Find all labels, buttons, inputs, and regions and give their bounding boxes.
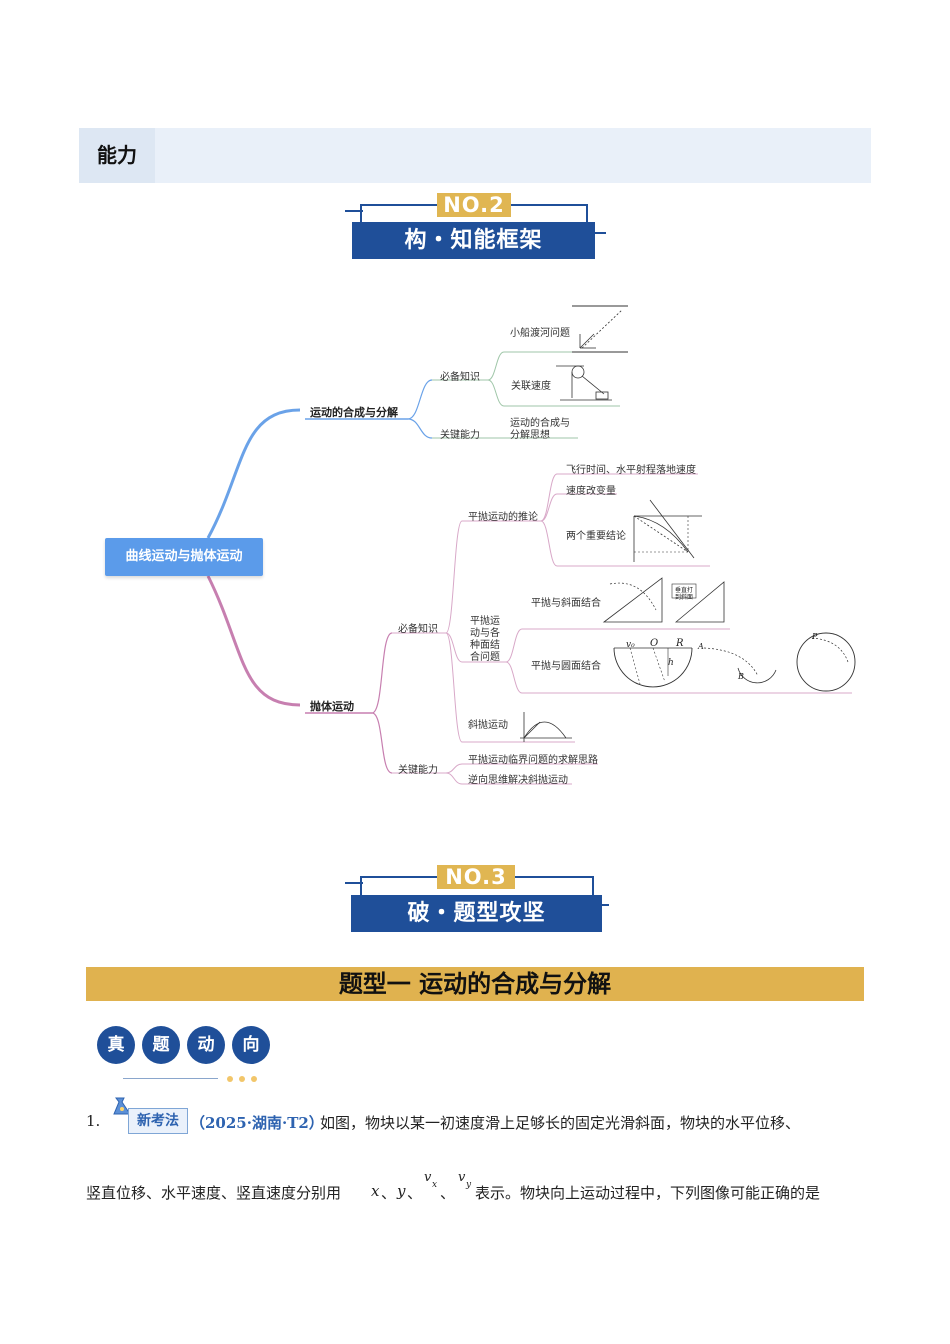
key-ability-label: 关键能力 bbox=[398, 765, 438, 776]
question-line: 如图，物块以某一初速度滑上足够长的固定光滑斜面，物块的水平位移、 bbox=[320, 1114, 801, 1132]
header-decor-line bbox=[601, 904, 609, 906]
topic-label: 斜抛运动 bbox=[468, 720, 508, 731]
topic-label: 两个重要结论 bbox=[566, 531, 626, 542]
branch-title: 抛体运动 bbox=[310, 700, 354, 713]
required-knowledge-label: 必备知识 bbox=[398, 624, 438, 635]
separator: 、 bbox=[381, 1184, 397, 1202]
question-line: 表示。物块向上运动过程中，下列图像可能正确的是 bbox=[475, 1184, 821, 1202]
topic-label: 飞行时间、水平射程落地速度 bbox=[566, 465, 696, 476]
topic-label: 平抛与斜面结合 bbox=[531, 598, 601, 609]
variable-y: y bbox=[397, 1182, 406, 1200]
oblique-projectile-diagram bbox=[520, 712, 572, 742]
separator: 、 bbox=[440, 1184, 456, 1202]
slope-projectile-diagram bbox=[602, 577, 725, 623]
header-decor-line bbox=[360, 204, 437, 206]
variable-vy: v bbox=[458, 1170, 466, 1185]
branch-title: 运动的合成与分解 bbox=[310, 406, 398, 419]
topic-label: 平抛与圆面结合 bbox=[531, 661, 601, 672]
trend-underline bbox=[123, 1078, 218, 1079]
question-number: 1. bbox=[86, 1112, 101, 1130]
diagram-label: B bbox=[738, 672, 744, 681]
diagram-label: O bbox=[650, 638, 659, 649]
header-decor-line bbox=[360, 876, 362, 896]
ability-label: 能力 bbox=[79, 128, 155, 183]
projectile-conclusion-diagram bbox=[633, 499, 702, 562]
mind-map-root: 曲线运动与抛体运动 bbox=[105, 538, 263, 576]
trend-dot bbox=[227, 1076, 233, 1082]
topic-label: 种面结 bbox=[470, 640, 500, 651]
header-decor-line bbox=[592, 876, 594, 896]
section-number-tag: NO.2 bbox=[437, 193, 511, 217]
question-type-heading: 题型一 运动的合成与分解 bbox=[86, 967, 864, 1001]
required-knowledge-label: 必备知识 bbox=[440, 372, 480, 383]
trend-circle: 向 bbox=[232, 1026, 270, 1064]
separator: 、 bbox=[407, 1184, 423, 1202]
topic-label: 平抛运动的推论 bbox=[468, 512, 538, 523]
ability-bar bbox=[79, 128, 871, 183]
trend-circle: 真 bbox=[97, 1026, 135, 1064]
variable-vx-subscript: x bbox=[432, 1180, 438, 1190]
variable-vx: v bbox=[424, 1170, 432, 1185]
variable-vy-subscript: y bbox=[466, 1180, 472, 1190]
diagram-label: h bbox=[668, 658, 674, 668]
variable-x: x bbox=[371, 1182, 380, 1200]
topic-label: 运动的合成与 bbox=[510, 418, 570, 429]
trend-dot bbox=[251, 1076, 257, 1082]
section-title: 构・知能框架 bbox=[352, 222, 595, 259]
topic-label: 关联速度 bbox=[511, 381, 551, 392]
header-decor-line bbox=[515, 876, 594, 878]
topic-label: 平抛运 bbox=[470, 616, 500, 627]
boat-crossing-diagram bbox=[572, 305, 628, 353]
key-ability-label: 关键能力 bbox=[440, 430, 480, 441]
topic-label: 逆向思维解决斜抛运动 bbox=[468, 775, 568, 786]
diagram-label: A bbox=[698, 642, 704, 651]
related-velocity-diagram bbox=[556, 365, 612, 401]
circle-projectile-diagram bbox=[613, 632, 856, 692]
diagram-label: 到斜面 bbox=[675, 594, 694, 601]
topic-label: 合问题 bbox=[470, 652, 500, 663]
header-decor-line bbox=[594, 232, 606, 234]
new-method-badge: 新考法 bbox=[128, 1108, 188, 1134]
trend-dot bbox=[239, 1076, 245, 1082]
header-decor-line bbox=[511, 204, 588, 206]
header-decor-line bbox=[360, 876, 437, 878]
question-source: （2025·湖南·T2） bbox=[190, 1114, 324, 1132]
trend-circle: 题 bbox=[142, 1026, 180, 1064]
trend-circle: 动 bbox=[187, 1026, 225, 1064]
diagram-label: P bbox=[812, 632, 818, 641]
header-decor-line bbox=[586, 204, 588, 224]
question-line: 竖直位移、水平速度、竖直速度分别用 bbox=[86, 1184, 342, 1202]
branch-connector bbox=[206, 408, 301, 539]
section-title: 破・题型攻坚 bbox=[351, 895, 602, 932]
topic-label: 速度改变量 bbox=[566, 486, 616, 497]
topic-label: 动与各 bbox=[470, 628, 500, 639]
diagram-label: 垂直打 bbox=[675, 587, 694, 594]
diagram-label: v₀ bbox=[626, 640, 635, 650]
mind-map bbox=[206, 305, 856, 785]
header-decor-line bbox=[345, 882, 363, 884]
diagram-label: R bbox=[676, 638, 684, 649]
branch-connector bbox=[206, 575, 301, 707]
header-decor-line bbox=[345, 210, 363, 212]
topic-label: 平抛运动临界问题的求解思路 bbox=[468, 755, 598, 766]
header-decor-line bbox=[360, 204, 362, 224]
topic-label: 小船渡河问题 bbox=[510, 328, 570, 339]
section-number-tag: NO.3 bbox=[437, 865, 515, 889]
topic-label: 分解思想 bbox=[510, 430, 550, 441]
